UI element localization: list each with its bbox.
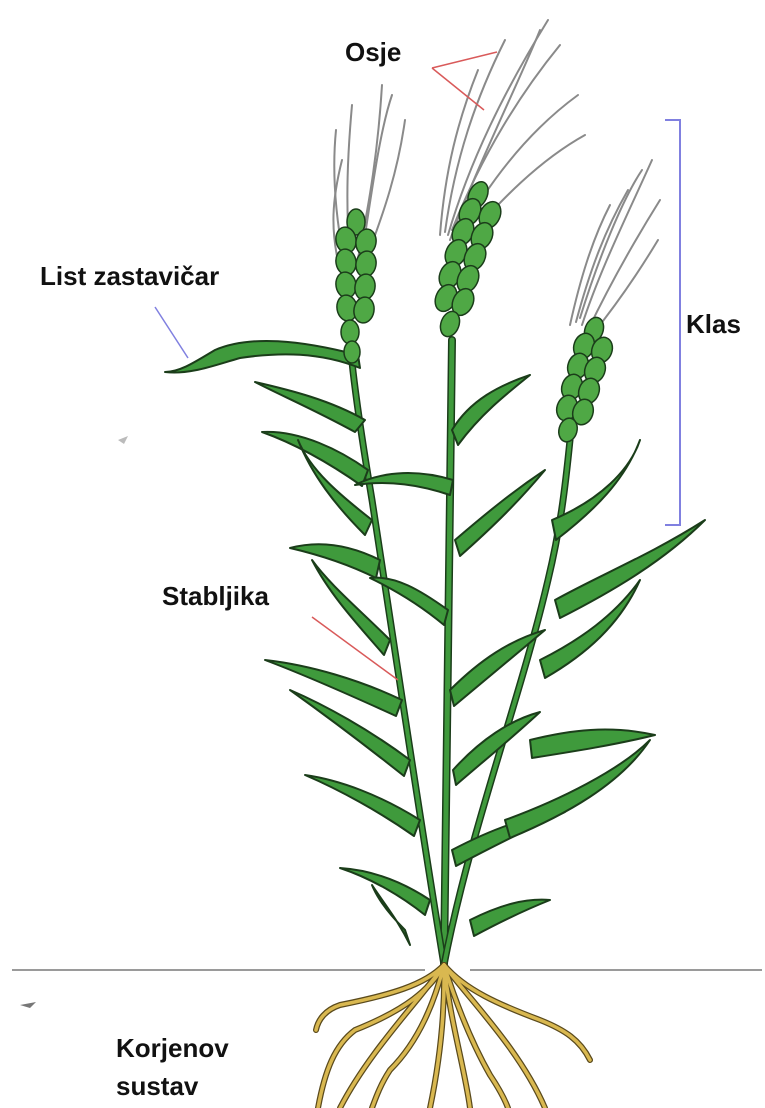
leaves — [165, 341, 705, 945]
stray-mark — [118, 436, 128, 444]
spike-label: Klas — [686, 310, 741, 340]
root-system-label-line2: sustav — [116, 1072, 198, 1102]
stem-label: Stabljika — [162, 582, 269, 612]
awns-label: Osje — [345, 38, 401, 68]
root-system-label-line1: Korjenov — [116, 1034, 229, 1064]
spike-center — [431, 179, 505, 340]
root-system — [316, 965, 590, 1108]
stray-mark — [20, 1002, 36, 1008]
flag-leaf-pointer — [155, 307, 188, 358]
spike-right — [553, 315, 615, 444]
flag-leaf — [165, 341, 360, 373]
awns-right — [570, 160, 660, 335]
awns-pointer — [432, 52, 497, 110]
klas-bracket — [665, 120, 680, 525]
spike-left — [334, 209, 378, 363]
flag-leaf-label: List zastavičar — [40, 262, 219, 292]
